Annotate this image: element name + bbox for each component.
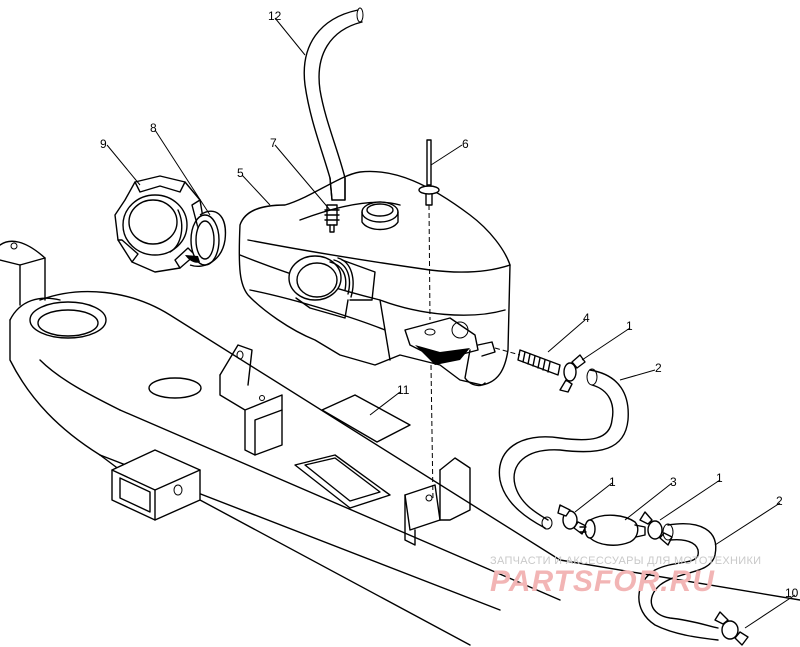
rubber-pad [321, 394, 411, 443]
callout-leaders [106, 17, 796, 629]
frame-rail [0, 240, 800, 646]
callout-3: 3 [670, 475, 677, 489]
tank-mount-bracket-front [219, 344, 283, 456]
callout-2-lower: 2 [776, 494, 783, 508]
inline-fuel-filter [579, 514, 646, 546]
callout-1-mid-right: 1 [716, 471, 723, 485]
callout-7: 7 [270, 136, 277, 150]
callout-4: 4 [583, 311, 590, 325]
callout-5: 5 [237, 166, 244, 180]
fuel-line-lower [638, 523, 719, 641]
callout-2-upper: 2 [655, 361, 662, 375]
fuel-fitting [494, 347, 561, 376]
cap-gasket [185, 210, 227, 267]
callout-1-mid-left: 1 [609, 475, 616, 489]
watermark-tagline: ЗАПЧАСТИ И АКСЕССУАРЫ ДЛЯ МОТОТЕХНИКИ [490, 555, 762, 567]
watermark-logo: PARTSFOR.RU [490, 565, 715, 598]
hose-clamp-lower [714, 611, 749, 646]
mounting-bolt [418, 139, 440, 501]
callout-9: 9 [100, 137, 107, 151]
callout-1-upper: 1 [626, 319, 633, 333]
vent-hose [303, 7, 364, 201]
callout-8: 8 [150, 121, 157, 135]
callout-numbers: 1 1 1 2 2 3 4 5 6 7 8 9 10 11 12 [100, 9, 799, 600]
callout-6: 6 [462, 137, 469, 151]
hose-clamp-mid-left [557, 504, 587, 535]
callout-12: 12 [268, 9, 282, 23]
fuel-tank [238, 170, 511, 387]
callout-11: 11 [397, 383, 410, 397]
hose-clamp-upper [559, 354, 586, 393]
tank-mount-bracket-rear [404, 457, 471, 546]
vent-fitting [324, 204, 340, 233]
callout-10: 10 [785, 586, 799, 600]
fuel-line-upper [498, 368, 629, 530]
